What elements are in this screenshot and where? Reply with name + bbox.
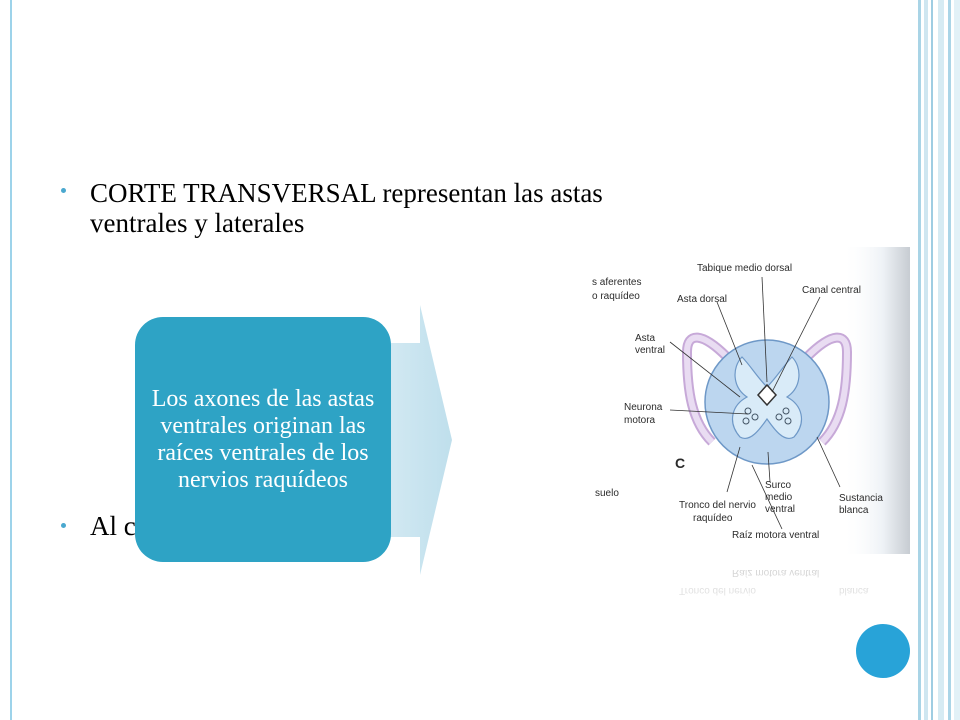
spinal-cord-figure: s aferentes o raquídeo Tabique medio dor…: [592, 247, 910, 554]
spinal-cord-illustration: [669, 247, 910, 554]
label-raquideo: o raquídeo: [592, 291, 640, 302]
bullet-text-1-line2: ventrales y laterales: [90, 208, 305, 238]
label-canal: Canal central: [802, 285, 861, 296]
label-surco-1: Surco: [765, 480, 792, 491]
left-border-line: [10, 0, 12, 720]
label-tronco-2: raquídeo: [693, 513, 733, 524]
bullet-point-2: [61, 523, 66, 528]
bullet-text-1: CORTE TRANSVERSAL representan las astas …: [90, 178, 603, 238]
label-asta-ventral-1: Asta: [635, 333, 656, 344]
bullet-text-1-line1: CORTE TRANSVERSAL representan las astas: [90, 178, 603, 208]
label-sustancia-2: blanca: [839, 505, 869, 516]
label-suelo: suelo: [595, 488, 619, 499]
label-surco-2: medio: [765, 492, 793, 503]
label-aferentes: s aferentes: [592, 277, 642, 288]
label-sustancia-1: Sustancia: [839, 493, 883, 504]
figure-reflection: Raíz motora ventral Tronco del nervio bl…: [592, 556, 912, 636]
label-tronco-1: Tronco del nervio: [679, 500, 756, 511]
decorative-circle: [856, 624, 910, 678]
bullet-point-1: [61, 188, 66, 193]
label-neurona-1: Neurona: [624, 402, 663, 413]
process-arrow-shape: [380, 305, 452, 575]
label-raiz: Raíz motora ventral: [732, 530, 820, 541]
callout-box: Los axones de las astas ventrales origin…: [135, 317, 391, 562]
label-asta-ventral-2: ventral: [635, 345, 666, 356]
label-c: C: [675, 455, 686, 471]
label-asta-dorsal: Asta dorsal: [677, 294, 728, 305]
right-border-stripes: [918, 0, 960, 720]
callout-text: Los axones de las astas ventrales origin…: [151, 385, 375, 493]
label-neurona-2: motora: [624, 415, 656, 426]
label-surco-3: ventral: [765, 504, 796, 515]
label-tabique: Tabique medio dorsal: [697, 263, 793, 274]
